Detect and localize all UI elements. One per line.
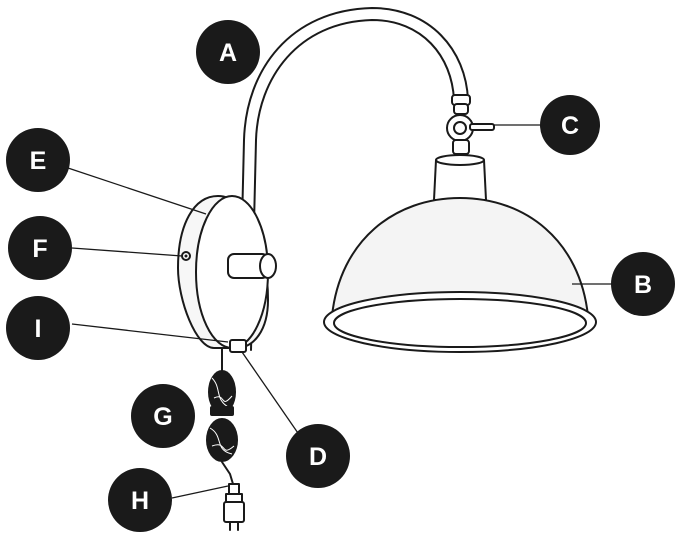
callout-f: F xyxy=(8,216,72,280)
leader-i xyxy=(71,323,229,343)
callout-i: I xyxy=(6,296,70,360)
badge-a xyxy=(196,20,260,84)
badge-d xyxy=(286,424,350,488)
leader-f xyxy=(71,247,183,257)
callout-c: C xyxy=(540,95,600,155)
lamp-shade xyxy=(323,154,597,353)
leader-d xyxy=(241,351,301,437)
power-cord xyxy=(206,347,238,485)
swivel-joint xyxy=(446,94,495,155)
callout-b: B xyxy=(611,252,675,316)
label-c: C xyxy=(561,112,579,140)
label-b: B xyxy=(634,271,652,299)
leader-lines xyxy=(67,124,616,499)
callout-e: E xyxy=(6,128,70,192)
callouts: A B C D E F G H xyxy=(6,20,675,532)
badge-c xyxy=(540,95,600,155)
callout-d: D xyxy=(286,424,350,488)
cable-clip xyxy=(229,339,247,353)
arm-collar xyxy=(227,253,277,279)
leader-h xyxy=(171,485,229,499)
badge-h xyxy=(108,468,172,532)
badge-g xyxy=(131,384,195,448)
callout-h: H xyxy=(108,468,172,532)
label-h: H xyxy=(131,487,149,515)
callout-a: A xyxy=(196,20,260,84)
label-a: A xyxy=(219,39,237,67)
lamp-arm xyxy=(238,7,469,351)
label-f: F xyxy=(32,235,47,263)
badge-e xyxy=(6,128,70,192)
badge-i xyxy=(6,296,70,360)
callout-g: G xyxy=(131,384,195,448)
leader-e xyxy=(67,167,207,215)
badge-f xyxy=(8,216,72,280)
lamp-illustration xyxy=(177,7,597,531)
label-i: I xyxy=(35,315,42,343)
badge-b xyxy=(611,252,675,316)
power-plug xyxy=(223,483,245,531)
label-e: E xyxy=(30,147,47,175)
label-d: D xyxy=(309,443,327,471)
label-g: G xyxy=(153,403,172,431)
